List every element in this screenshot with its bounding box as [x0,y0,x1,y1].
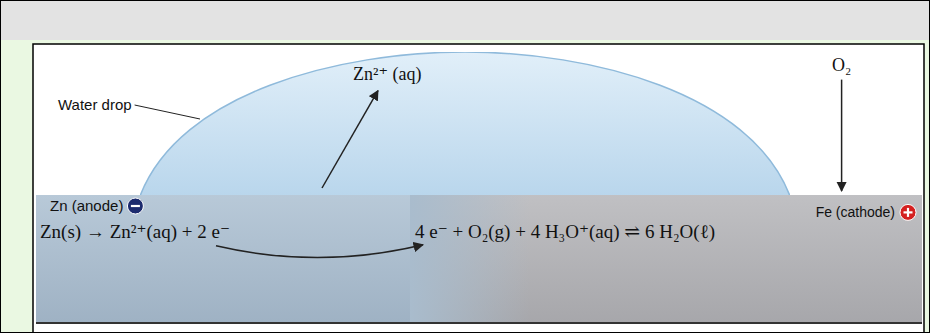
electron-arrow [216,245,423,258]
text-slot: Zn (anode) [50,197,123,215]
half-reaction: 4 e⁻ + O₂(g) + 4 H₃O⁺(aq) ⇌ 6 H₂O(ℓ) [415,221,715,244]
half-reaction: Zn(s) → Zn²⁺(aq) + 2 e⁻ [40,221,230,244]
plus-sign [907,208,909,217]
electrode-label: Fe (cathode) [816,204,895,221]
water-drop: Zn²⁺ (aq) [140,52,790,196]
strip-bottom-edge [36,322,922,324]
gas-label: O₂ [832,55,851,77]
zinc-anode: Zn (anode) Zn(s) → Zn²⁺(aq) + 2 e⁻ [36,195,410,322]
plus-symbol [900,204,916,220]
drop-outline [140,52,790,196]
top-band [0,0,930,40]
ion-arrow [322,91,378,188]
minus-sign [131,205,140,207]
drop-shape [140,52,790,196]
text-slot: Water drop [58,96,132,114]
leader-line [135,105,200,119]
text-slot: Zn(s) → Zn²⁺(aq) + 2 e⁻ [40,221,230,244]
text-slot: Zn²⁺ (aq) [353,64,421,86]
text-slot: Fe (cathode) [816,203,895,221]
text-slot: O₂ [832,55,851,77]
oxygen-arrow [841,80,843,191]
text-slot: 4 e⁻ + O₂(g) + 4 H₃O⁺(aq) ⇌ 6 H₂O(ℓ) [415,221,715,244]
minus-symbol [127,198,143,214]
part-label: Water drop [58,96,132,114]
iron-cathode: Fe (cathode) 4 e⁻ + O₂(g) + 4 H₃O⁺(aq) ⇌ … [410,195,922,322]
electrode-label: Zn (anode) [50,197,123,215]
ion-label: Zn²⁺ (aq) [353,64,421,86]
plus-sign [904,211,913,213]
figure-panel [33,44,924,333]
